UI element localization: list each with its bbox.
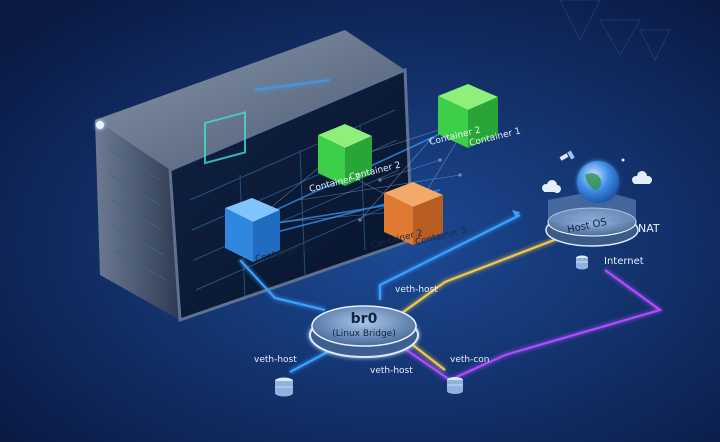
bridge-name: br0 (351, 311, 378, 327)
host-os-node (545, 190, 639, 247)
container-cube-orange (384, 182, 443, 245)
label-veth-host-left: veth-host (254, 355, 297, 365)
label-veth-host-bottom: veth-host (370, 366, 413, 376)
container-cube-blue (225, 198, 280, 262)
label-veth-con: veth-con (450, 355, 490, 365)
bridge-desc: (Linux Bridge) (332, 329, 395, 339)
container-cube-green-right (438, 84, 498, 148)
link-bridge-hostos-blue (378, 214, 521, 300)
bridge-node (309, 305, 419, 358)
container-cube-green-mid (318, 124, 372, 186)
cloud-icon (542, 171, 652, 193)
link-bridge-internet (394, 269, 663, 382)
label-nat: NAT (638, 222, 660, 235)
globe-icon (577, 161, 619, 203)
satellite-icon (559, 150, 625, 162)
arrow-head (512, 210, 520, 218)
label-internet: Internet (604, 256, 644, 267)
label-veth-host-top: veth-host (395, 285, 438, 295)
connection-lines (239, 78, 663, 382)
database-icon (275, 255, 588, 397)
link-container1-bridge (239, 259, 326, 312)
link-bridge-hostos-yellow (394, 230, 576, 319)
decorative-triangles (559, 0, 671, 62)
